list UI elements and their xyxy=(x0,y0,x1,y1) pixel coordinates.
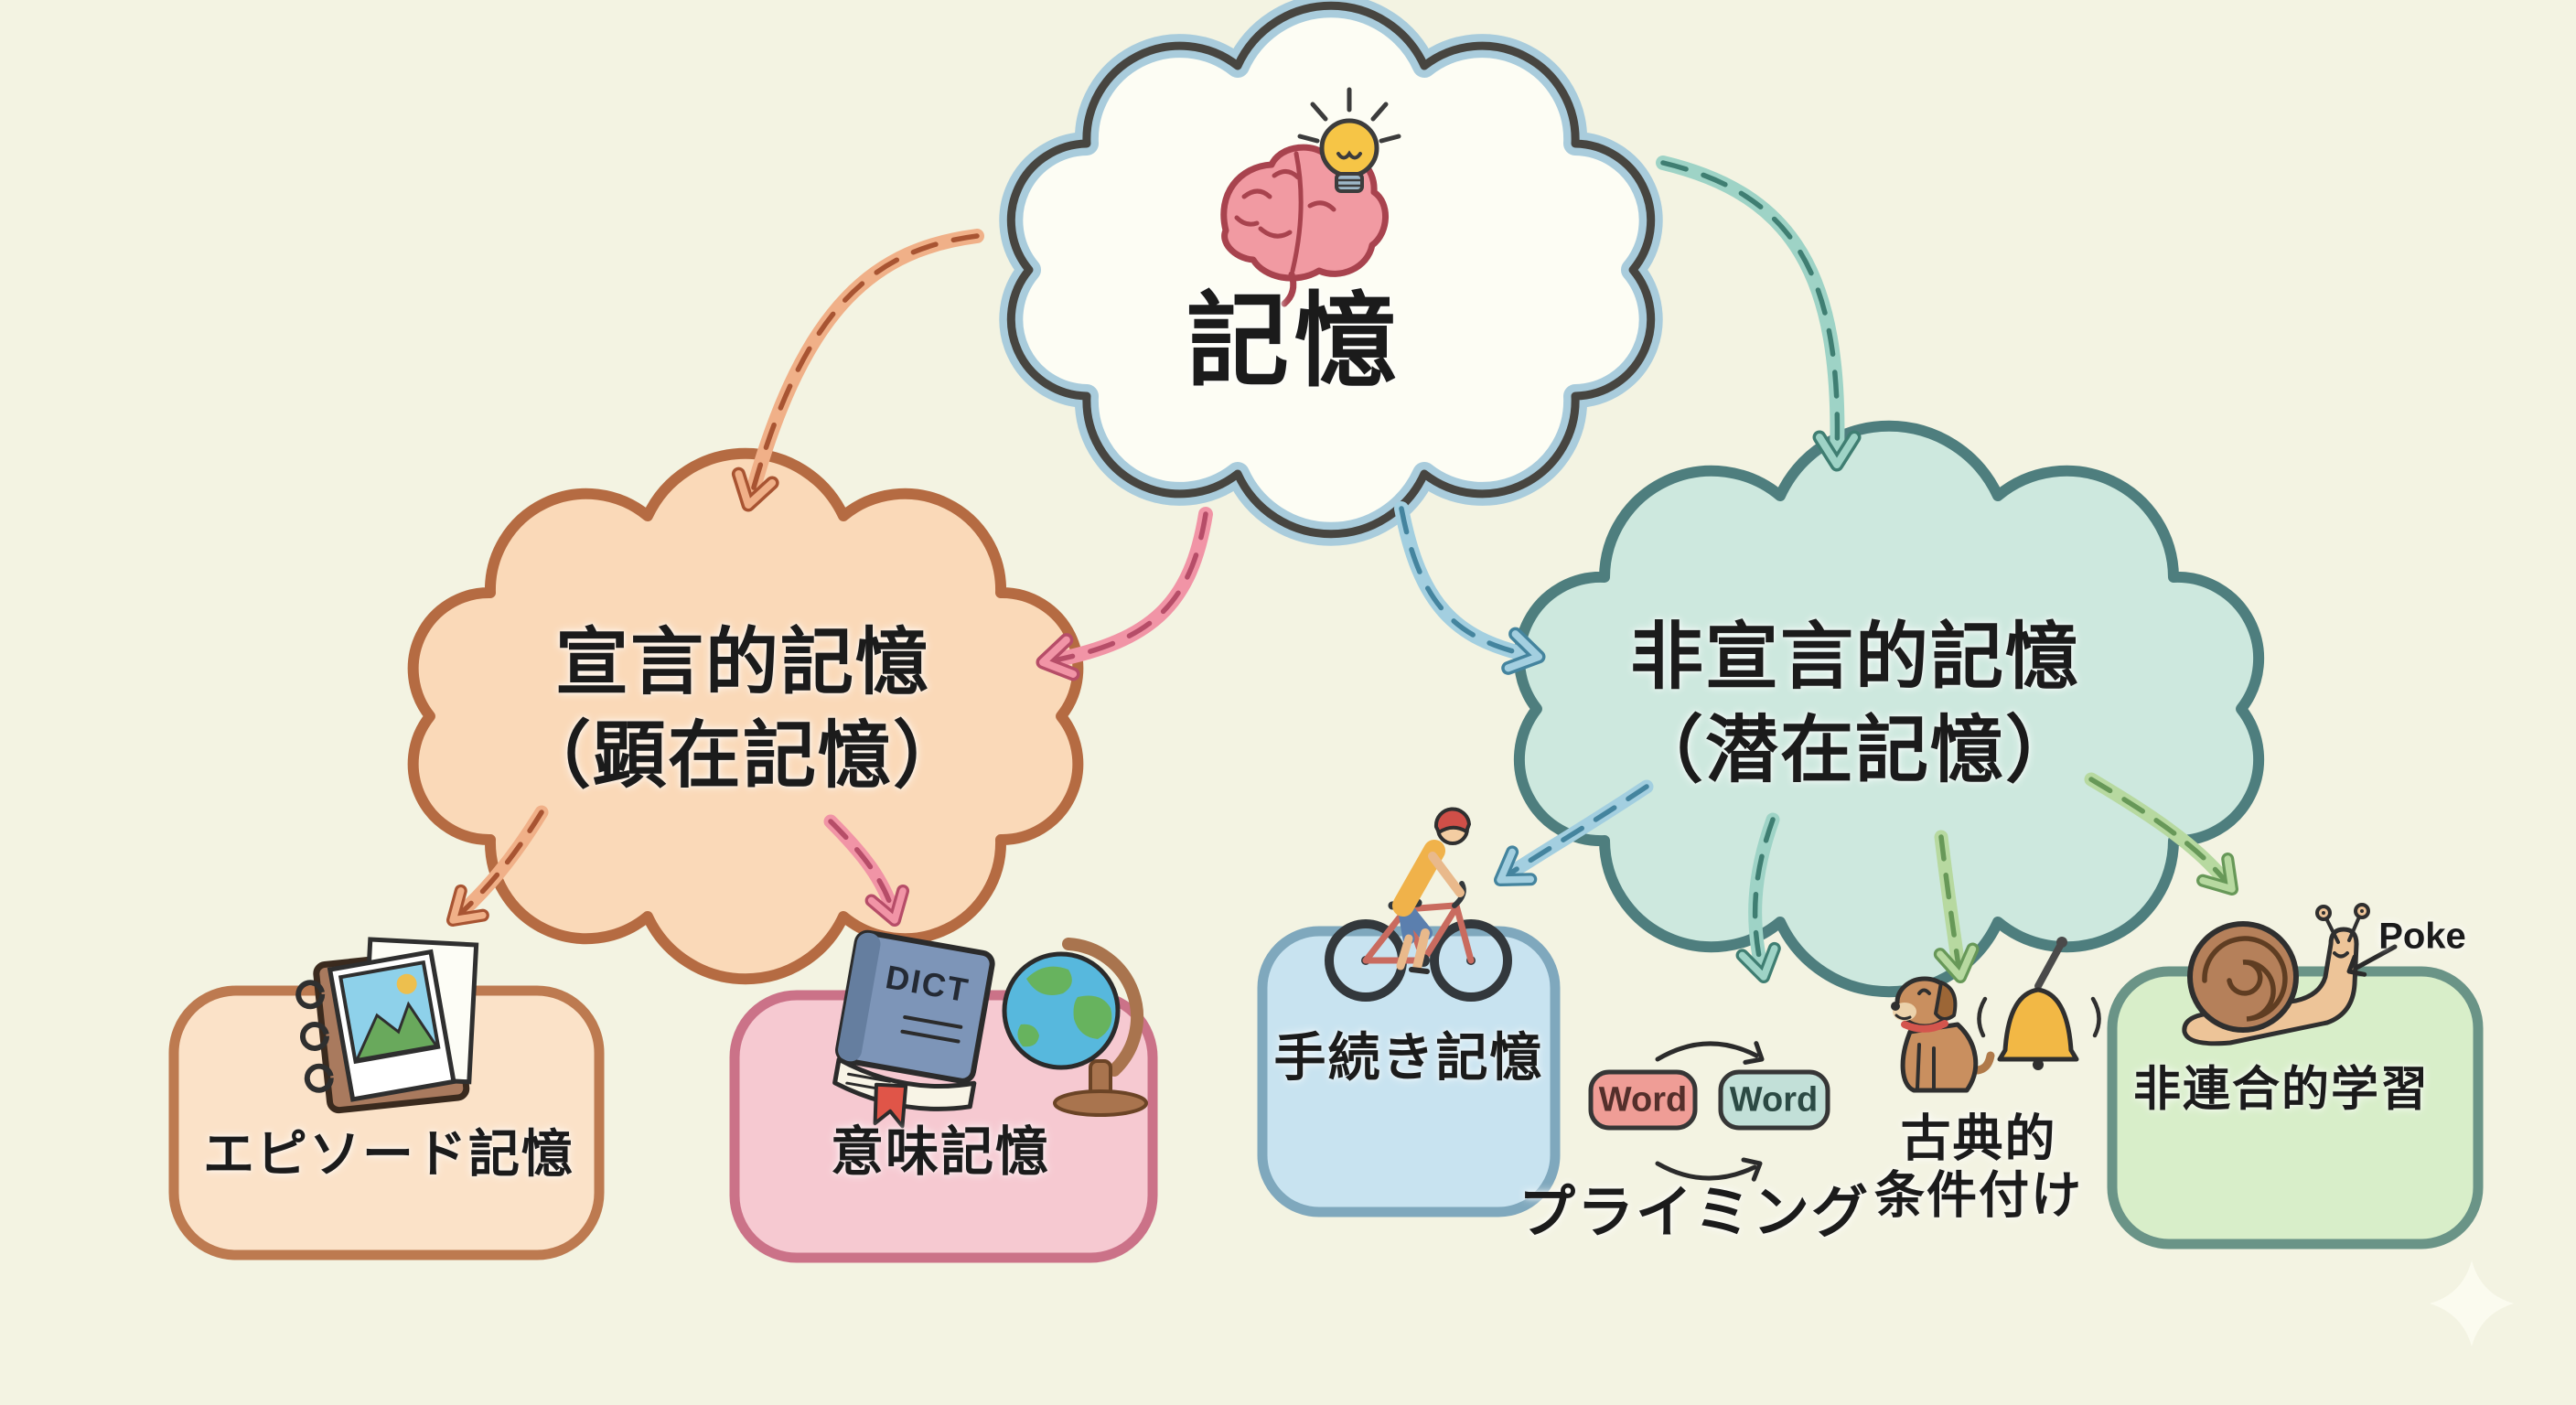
globe-icon xyxy=(1002,938,1148,1117)
lightbulb-icon xyxy=(1297,87,1401,193)
arrow-declarative-to-semantic xyxy=(823,814,910,927)
word-card-right xyxy=(1718,1069,1830,1131)
root-label: 記憶 xyxy=(1186,284,1402,399)
sparkle-decoration xyxy=(2430,1260,2514,1346)
arrow-nondeclarative-to-classical xyxy=(1933,830,1980,983)
nonassociative-label: 非連合的学習 xyxy=(2132,1063,2431,1117)
nondeclarative-cloud xyxy=(1513,420,2265,998)
episodic-label: エピソード記憶 xyxy=(203,1125,574,1184)
declarative-label-line1: 宣言的記憶 xyxy=(555,621,930,703)
word-swap-icon xyxy=(1588,1041,1830,1182)
dog-icon xyxy=(1891,976,1995,1093)
arrow-declarative-to-episodic xyxy=(446,805,549,927)
poke-arrow xyxy=(2346,944,2398,977)
word-label-left: Word xyxy=(1598,1080,1688,1120)
word-label-right: Word xyxy=(1729,1080,1819,1120)
bell-icon xyxy=(1977,937,2101,1070)
classical-conditioning-line1: 古典的 xyxy=(1900,1110,2057,1167)
snail-icon xyxy=(2182,903,2370,1046)
arrow-nondeclarative-to-priming xyxy=(1735,812,1781,983)
arrow-root-to-declarative-inner xyxy=(1036,507,1213,681)
procedural-label: 手続き記憶 xyxy=(1273,1028,1544,1088)
priming-label: プライミング xyxy=(1518,1181,1871,1245)
classical-conditioning-line2: 条件付け xyxy=(1873,1166,2084,1223)
poke-annotation: Poke xyxy=(2378,916,2466,957)
dictionary-icon: DICT xyxy=(832,929,995,1129)
declarative-label-line2: （顕在記憶） xyxy=(518,715,968,797)
nondeclarative-label: 非宣言的記憶 （潜在記憶） xyxy=(1630,611,2080,799)
nondeclarative-label-line2: （潜在記憶） xyxy=(1630,710,2080,791)
arrow-nondeclarative-to-nonassociative xyxy=(2084,772,2238,896)
arrow-nondeclarative-to-procedural xyxy=(1494,779,1654,886)
word-card-left xyxy=(1588,1069,1698,1131)
arrow-root-to-nondeclarative-inner xyxy=(1394,501,1546,675)
nondeclarative-label-line1: 非宣言的記憶 xyxy=(1630,616,2080,698)
arrow-root-to-declarative xyxy=(731,229,984,512)
declarative-label: 宣言的記憶 （顕在記憶） xyxy=(518,617,968,804)
bicycle-rider-icon xyxy=(1325,807,1512,1002)
semantic-label: 意味記憶 xyxy=(830,1121,1051,1182)
arrow-root-to-nondeclarative xyxy=(1656,156,1862,472)
classical-conditioning-label: 古典的 条件付け xyxy=(1874,1110,2083,1223)
photo-album-icon xyxy=(295,937,479,1114)
